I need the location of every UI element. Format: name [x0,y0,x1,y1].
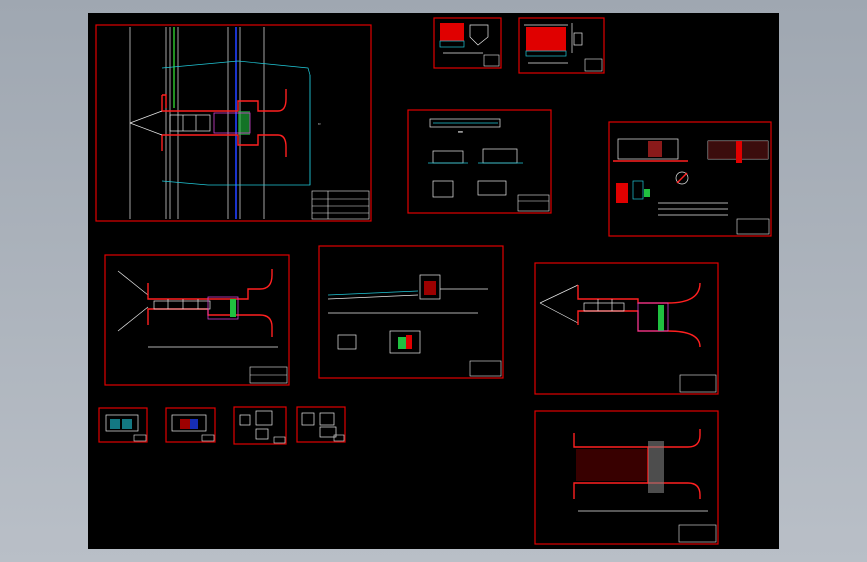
sheet-detail-red-2[interactable] [518,17,605,74]
sheet-profile[interactable] [318,245,504,379]
sheet-small-2[interactable] [165,407,216,443]
drawing-svg[interactable]: ▭ [88,13,779,549]
sheet-section-details[interactable]: ▬▬ [407,109,552,214]
svg-text:▬▬: ▬▬ [458,129,463,134]
sheet-plan-left[interactable] [104,254,290,386]
svg-text:▭: ▭ [318,121,321,126]
sheet-small-3[interactable] [233,406,287,445]
sheet-plan-right[interactable] [534,262,719,395]
sheet-reinforcement[interactable] [534,410,719,545]
drawing-canvas[interactable]: ▭ [88,13,779,549]
sheet-detail-red-1[interactable] [433,17,502,69]
sheet-small-1[interactable] [98,407,148,443]
sheet-small-4[interactable] [296,406,346,443]
sheet-plan-overview[interactable]: ▭ [95,24,372,222]
sheet-structure-details[interactable] [608,121,772,237]
